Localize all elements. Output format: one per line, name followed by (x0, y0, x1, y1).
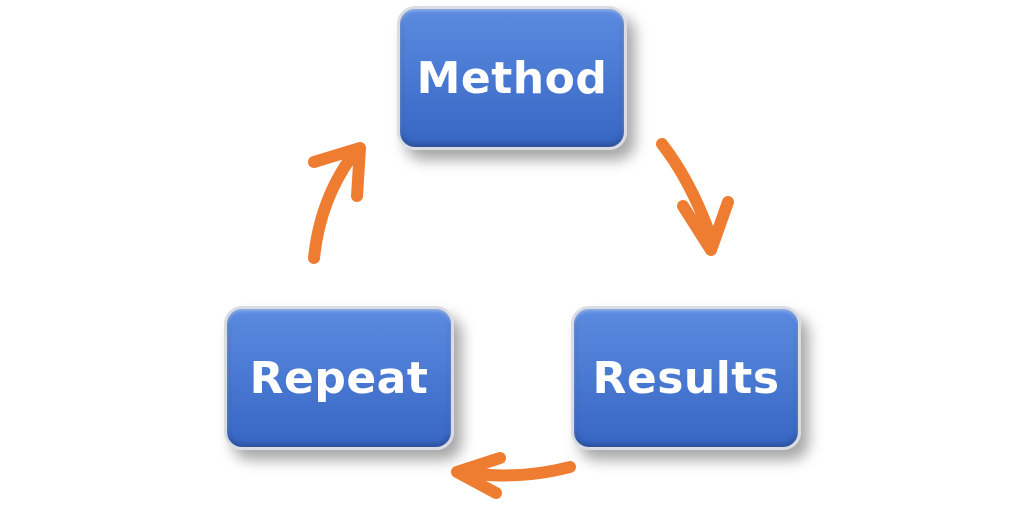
arrow-results-to-repeat (451, 452, 576, 499)
repeat-label: Repeat (249, 352, 429, 404)
arrow-repeat-to-method (308, 142, 366, 264)
repeat-box: Repeat (224, 306, 454, 450)
method-box: Method (397, 6, 627, 150)
results-box: Results (571, 306, 801, 450)
results-label: Results (592, 352, 780, 404)
method-label: Method (416, 52, 608, 104)
arrow-method-to-results (656, 138, 734, 256)
